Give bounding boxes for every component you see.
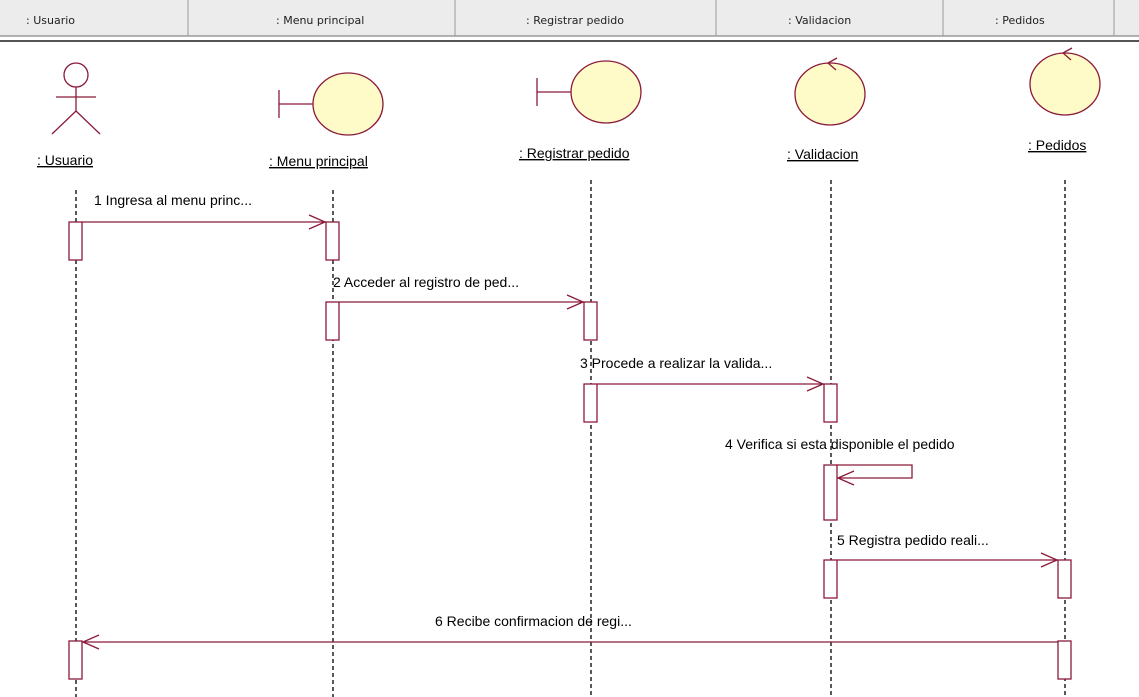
lifelines <box>75 180 1066 697</box>
boundary-menu-principal-icon[interactable] <box>278 72 384 136</box>
message-3-arrow[interactable] <box>597 376 825 392</box>
activation-bar <box>325 301 340 341</box>
object-label-registrar-pedido: : Registrar pedido <box>519 145 630 161</box>
activation-bar <box>1057 559 1072 599</box>
boundary-registrar-pedido-icon[interactable] <box>536 60 642 124</box>
control-pedidos-icon[interactable] <box>1029 47 1101 116</box>
header-bar: : Usuario : Menu principal : Registrar p… <box>0 0 1139 42</box>
message-5-label: 5 Registra pedido reali... <box>837 532 989 548</box>
activation-bar <box>583 383 598 423</box>
message-2-label: 2 Acceder al registro de ped... <box>333 274 519 290</box>
message-6-arrow[interactable] <box>81 634 1058 650</box>
messages <box>81 214 1059 650</box>
header-col-pedidos[interactable]: : Pedidos <box>995 14 1045 27</box>
activation-bar <box>325 221 340 261</box>
activation-bar <box>1057 640 1072 680</box>
actor-usuario-icon[interactable] <box>51 62 101 135</box>
activation-bar <box>823 464 838 521</box>
object-label-menu-principal: : Menu principal <box>269 153 368 169</box>
object-label-validacion: : Validacion <box>787 146 858 162</box>
message-4-self-arrow[interactable] <box>836 464 913 486</box>
object-label-usuario: : Usuario <box>37 152 93 168</box>
message-6-label: 6 Recibe confirmacion de regi... <box>435 613 632 629</box>
header-col-menu-principal[interactable]: : Menu principal <box>276 14 364 27</box>
header-col-validacion[interactable]: : Validacion <box>788 14 851 27</box>
message-3-label: 3 Procede a realizar la valida... <box>580 355 772 371</box>
activation-bar <box>823 559 838 599</box>
activation-bar <box>823 383 838 423</box>
activation-bar <box>68 221 83 261</box>
message-1-label: 1 Ingresa al menu princ... <box>94 192 252 208</box>
object-label-pedidos: : Pedidos <box>1028 137 1086 153</box>
message-2-arrow[interactable] <box>339 294 585 310</box>
header-col-registrar-pedido[interactable]: : Registrar pedido <box>526 14 624 27</box>
activation-bar <box>68 640 83 680</box>
message-5-arrow[interactable] <box>837 552 1059 568</box>
activations <box>68 221 1072 680</box>
message-4-label: 4 Verifica si esta disponible el pedido <box>725 436 955 452</box>
control-validacion-icon[interactable] <box>794 57 866 126</box>
activation-bar <box>583 301 598 341</box>
header-col-usuario[interactable]: : Usuario <box>26 14 75 27</box>
message-1-arrow[interactable] <box>82 214 327 230</box>
